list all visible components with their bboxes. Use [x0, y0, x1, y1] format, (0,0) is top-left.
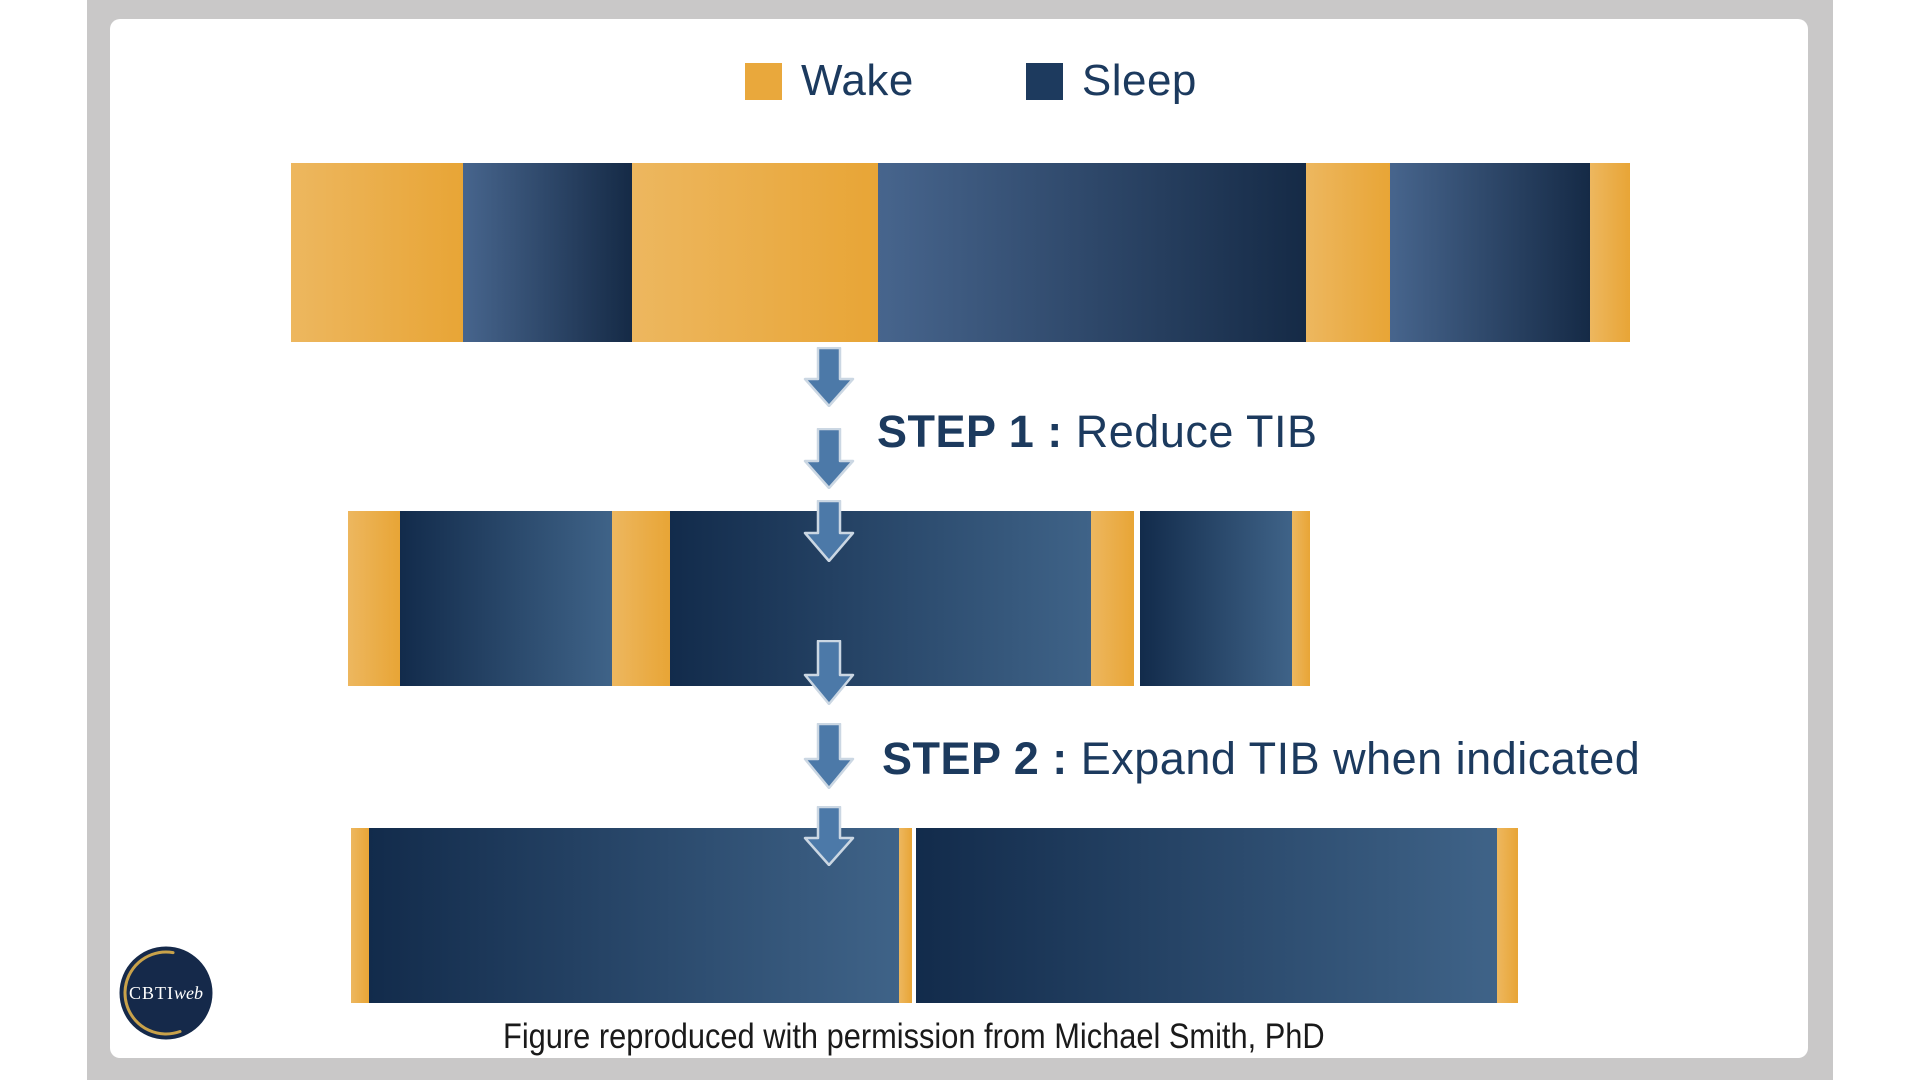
- legend-wake-label: Wake: [801, 56, 914, 105]
- logo-text-main: CBTI: [128, 982, 174, 1003]
- sleep-segment: [463, 163, 632, 342]
- step-1-prefix: STEP 1 :: [877, 406, 1063, 457]
- sleep-segment: [670, 511, 1091, 686]
- step-2-label: STEP 2 : Expand TIB when indicated: [882, 733, 1640, 785]
- legend-sleep-swatch: [1025, 62, 1063, 100]
- gap-segment: [912, 828, 916, 1003]
- step-2-prefix: STEP 2 :: [882, 733, 1068, 784]
- down-arrow-icon: [803, 806, 855, 866]
- wake-segment: [351, 828, 369, 1003]
- logo-ring-icon: [119, 946, 213, 1040]
- sleep-segment: [1140, 511, 1292, 686]
- wake-segment: [632, 163, 878, 342]
- sleep-segment: [369, 828, 899, 1003]
- wake-segment: [348, 511, 400, 686]
- sleep-wake-bar-after-step-2-expanded-tib: [351, 828, 1518, 1003]
- wake-segment: [899, 828, 912, 1003]
- down-arrow-icon: [803, 500, 855, 562]
- sleep-segment: [878, 163, 1306, 342]
- sleep-wake-bar-after-step-1-reduced-tib: [348, 511, 1310, 686]
- down-arrow-icon: [803, 428, 855, 489]
- legend-wake-swatch: [745, 62, 782, 100]
- sleep-segment: [916, 828, 1497, 1003]
- wake-segment: [1497, 828, 1518, 1003]
- step-2-text: Expand TIB when indicated: [1080, 733, 1641, 784]
- sleep-segment: [400, 511, 612, 686]
- figure-caption: Figure reproduced with permission from M…: [503, 1017, 1437, 1057]
- down-arrow-icon: [803, 640, 855, 705]
- sleep-segment: [1390, 163, 1590, 342]
- figure-caption-text: Figure reproduced with permission from M…: [503, 1017, 1325, 1056]
- wake-segment: [291, 163, 463, 342]
- legend-sleep-label: Sleep: [1081, 56, 1197, 105]
- step-1-text: Reduce TIB: [1075, 406, 1318, 457]
- wake-segment: [1091, 511, 1134, 686]
- wake-segment: [1306, 163, 1390, 342]
- wake-segment: [1292, 511, 1310, 686]
- wake-segment: [612, 511, 670, 686]
- step-1-label: STEP 1 : Reduce TIB: [877, 406, 1318, 458]
- down-arrow-icon: [803, 723, 855, 789]
- legend: Wake Sleep: [745, 58, 1197, 104]
- gap-segment: [1134, 511, 1140, 686]
- down-arrow-icon: [803, 347, 855, 407]
- sleep-wake-bar-baseline-night: [291, 163, 1630, 342]
- logo-text-accent: web: [174, 982, 203, 1003]
- wake-segment: [1590, 163, 1630, 342]
